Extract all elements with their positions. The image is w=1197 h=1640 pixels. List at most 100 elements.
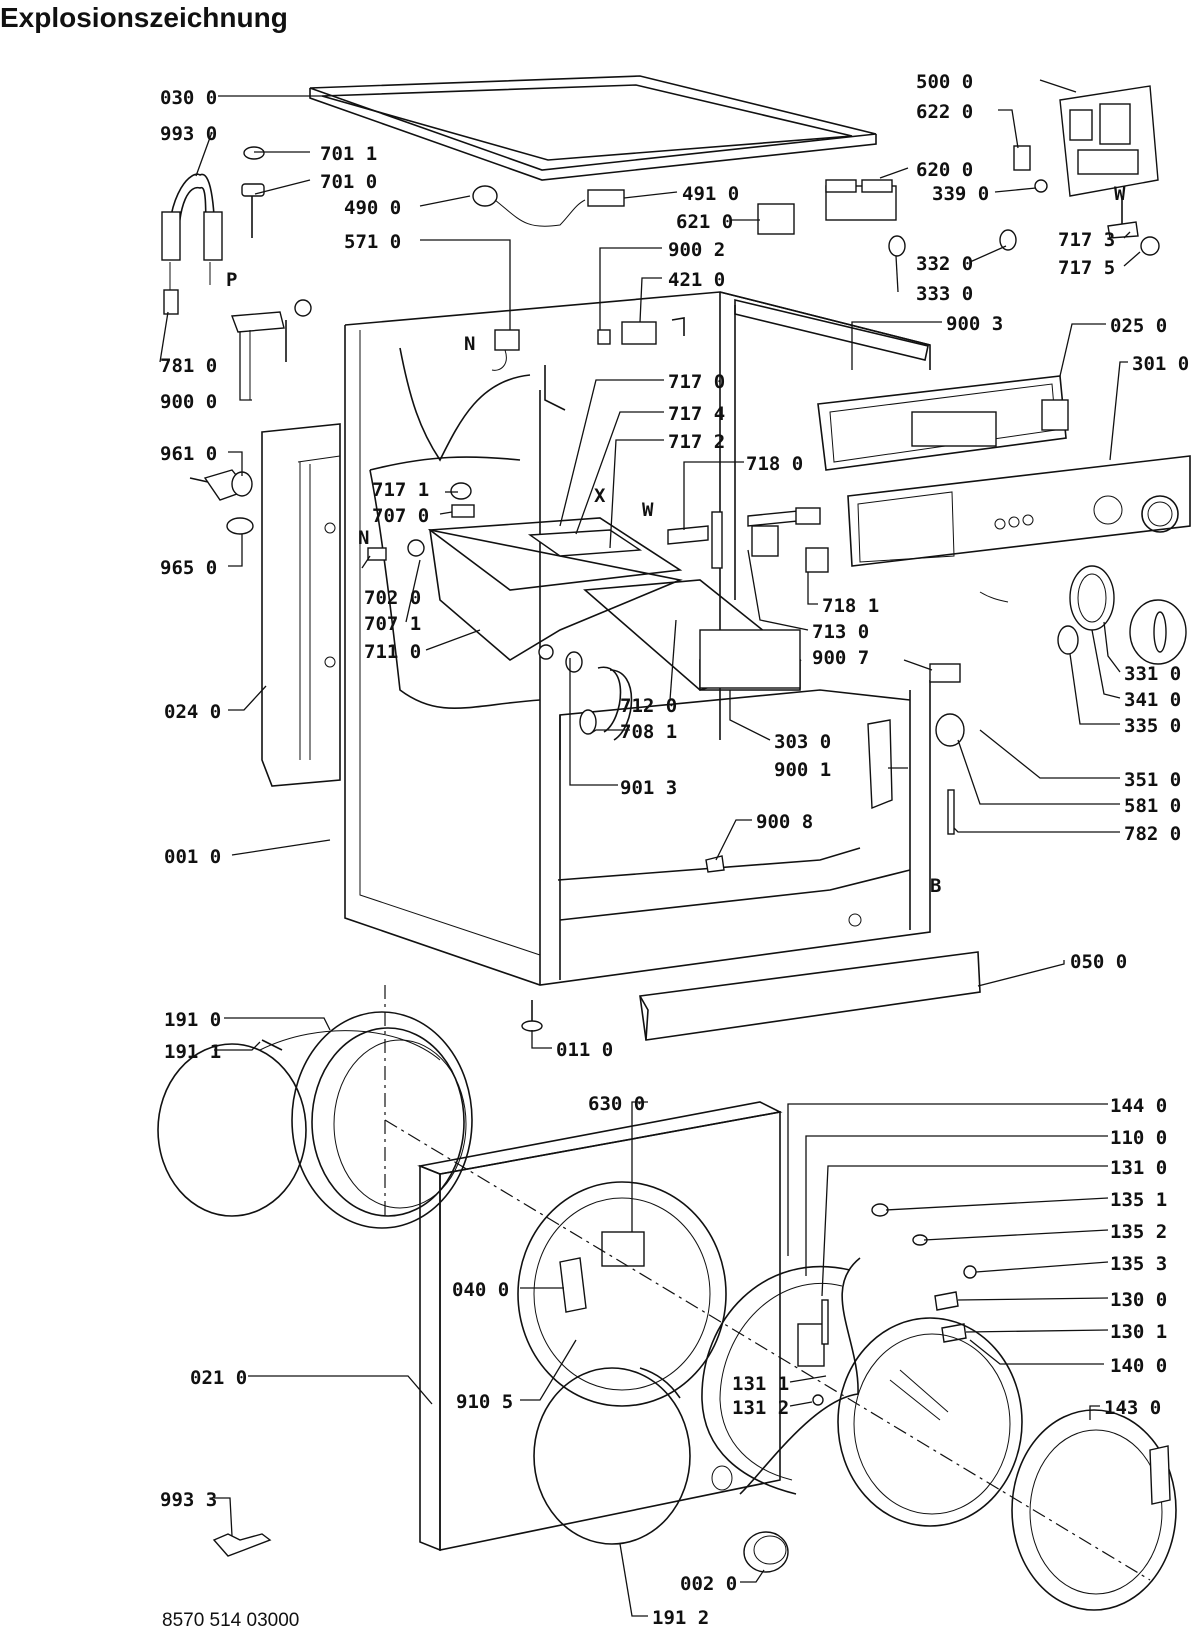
- front-panel-part: [417, 1101, 783, 1552]
- part-label: 025 0: [1110, 315, 1167, 337]
- part-labels: 030 0 993 0 701 1 701 0 490 0 571 0 781 …: [160, 71, 1189, 1629]
- connection-markers: P N N W W X B: [226, 183, 1126, 897]
- part-label: 900 0: [160, 391, 217, 413]
- part-label: 130 1: [1110, 1321, 1167, 1343]
- part-label: 135 1: [1110, 1189, 1167, 1211]
- pcb-clip-part: [705, 855, 725, 873]
- part-label: 620 0: [916, 159, 973, 181]
- part-label: 630 0: [588, 1093, 645, 1115]
- part-label: 335 0: [1124, 715, 1181, 737]
- marker-w-center: W: [642, 499, 654, 521]
- part-label: 021 0: [190, 1367, 247, 1389]
- part-label: 717 5: [1058, 257, 1115, 279]
- marker-w-right: W: [1114, 183, 1126, 205]
- part-label: 135 3: [1110, 1253, 1167, 1275]
- rear-panel-part: [261, 423, 341, 787]
- part-label: 490 0: [344, 197, 401, 219]
- door-ring-part: [1011, 1409, 1177, 1611]
- plinth-part: [639, 951, 981, 1041]
- door-glass-part: [837, 1317, 1023, 1527]
- part-label: 500 0: [916, 71, 973, 93]
- marker-n-top: N: [464, 333, 475, 355]
- part-label: 993 3: [160, 1489, 217, 1511]
- marker-p: P: [226, 269, 237, 291]
- door-frame-part: [701, 1257, 861, 1495]
- part-label: 303 0: [774, 731, 831, 753]
- pressure-switch-part: [867, 663, 965, 835]
- part-label: 900 2: [668, 239, 725, 261]
- selector-knob-part: [979, 565, 1187, 665]
- part-label: 993 0: [160, 123, 217, 145]
- document-number: 8570 514 03000: [162, 1610, 300, 1631]
- part-label: 711 0: [364, 641, 421, 663]
- drain-plug-part: [189, 469, 254, 535]
- part-label: 713 0: [812, 621, 869, 643]
- control-panel-part: [817, 375, 1191, 567]
- wiring-part: [472, 185, 625, 371]
- switch-part: [757, 179, 897, 235]
- part-label: 571 0: [344, 231, 401, 253]
- foot-screw-part: [521, 1000, 543, 1032]
- part-label: 040 0: [452, 1279, 509, 1301]
- dispenser-hose-part: [538, 644, 633, 741]
- part-label: 131 1: [732, 1373, 789, 1395]
- part-label: 900 3: [946, 313, 1003, 335]
- part-label: 191 0: [164, 1009, 221, 1031]
- part-label: 143 0: [1104, 1397, 1161, 1419]
- part-label: 712 0: [620, 695, 677, 717]
- part-label: 002 0: [680, 1573, 737, 1595]
- wrench-tool-part: [212, 1533, 272, 1557]
- marker-x-center: X: [594, 485, 606, 507]
- lamp-part: [888, 229, 1017, 257]
- part-label: 050 0: [1070, 951, 1127, 973]
- part-label: 900 7: [812, 647, 869, 669]
- bracket-part: [231, 299, 312, 400]
- part-label: 707 1: [364, 613, 421, 635]
- door-seal-bellows-part: [157, 1011, 473, 1229]
- part-label: 707 0: [372, 505, 429, 527]
- dispenser-bracket-part: [667, 507, 829, 573]
- marker-b-right: B: [930, 875, 941, 897]
- part-label: 782 0: [1124, 823, 1181, 845]
- part-label: 191 1: [164, 1041, 221, 1063]
- part-label: 781 0: [160, 355, 217, 377]
- marker-n-left: N: [358, 527, 369, 549]
- part-label: 131 2: [732, 1397, 789, 1419]
- top-cover-part: [309, 75, 877, 181]
- part-label: 961 0: [160, 443, 217, 465]
- leader-lines: [159, 79, 1141, 1617]
- page-title: Explosionszeichnung: [0, 2, 288, 33]
- clamp-ring-part: [533, 1367, 691, 1545]
- part-label: 144 0: [1110, 1095, 1167, 1117]
- part-label: 717 3: [1058, 229, 1115, 251]
- part-label: 191 2: [652, 1607, 709, 1629]
- part-label: 708 1: [620, 721, 677, 743]
- part-label: 717 2: [668, 431, 725, 453]
- part-label: 301 0: [1132, 353, 1189, 375]
- part-label: 900 8: [756, 811, 813, 833]
- part-label: 622 0: [916, 101, 973, 123]
- part-label: 717 4: [668, 403, 725, 425]
- part-label: 351 0: [1124, 769, 1181, 791]
- detergent-dispenser-part: [367, 482, 802, 691]
- part-label: 701 1: [320, 143, 377, 165]
- part-label: 333 0: [916, 283, 973, 305]
- pump-cap-part: [743, 1531, 789, 1573]
- axis-line-door: [384, 1119, 1151, 1581]
- part-label: 718 1: [822, 595, 879, 617]
- cabinet-body-part: [344, 291, 931, 986]
- part-label: 030 0: [160, 87, 217, 109]
- part-label: 581 0: [1124, 795, 1181, 817]
- part-label: 140 0: [1110, 1355, 1167, 1377]
- part-label: 332 0: [916, 253, 973, 275]
- part-label: 001 0: [164, 846, 221, 868]
- part-label: 901 3: [620, 777, 677, 799]
- part-label: 011 0: [556, 1039, 613, 1061]
- part-label: 717 1: [372, 479, 429, 501]
- part-label: 024 0: [164, 701, 221, 723]
- part-label: 965 0: [160, 557, 217, 579]
- filter-part: [597, 317, 685, 345]
- part-label: 621 0: [676, 211, 733, 233]
- part-label: 341 0: [1124, 689, 1181, 711]
